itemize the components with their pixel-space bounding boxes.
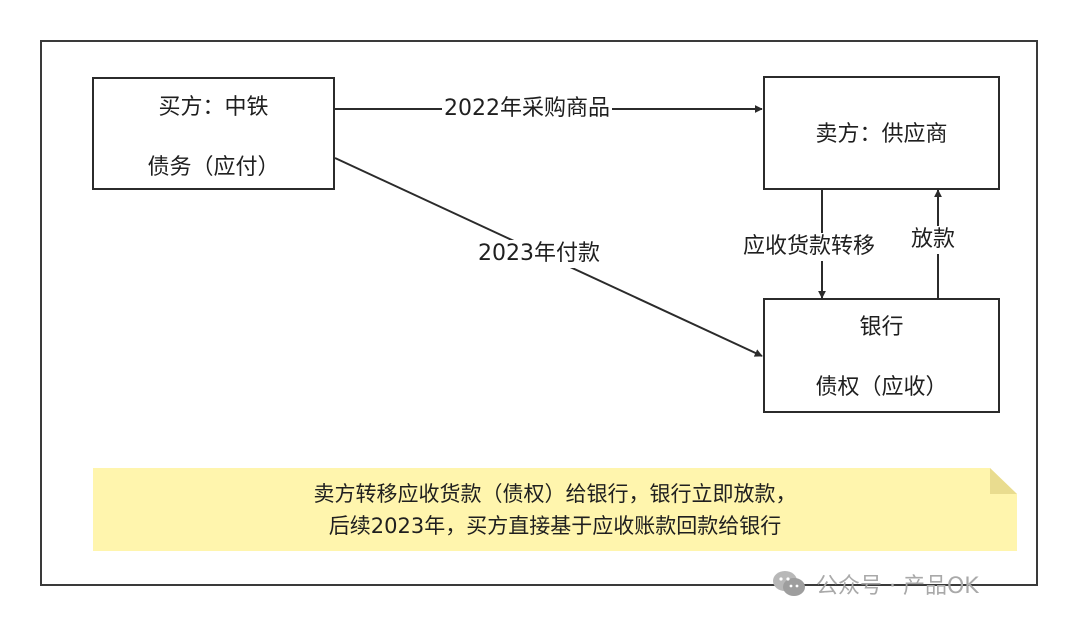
seller-title: 卖方：供应商 — [815, 122, 948, 147]
transfer-label: 应收货款转移 — [741, 233, 878, 261]
note-line-1: 卖方转移应收货款（债权）给银行，银行立即放款， — [313, 482, 797, 506]
seller-node: 卖方：供应商 — [763, 76, 1000, 190]
purchase-label: 2022年采购商品 — [442, 95, 612, 123]
buyer-node: 买方：中铁 债务（应付） — [92, 77, 335, 190]
wechat-icon — [773, 571, 805, 596]
bank-node: 银行 债权（应收） — [763, 298, 1000, 413]
payment-label: 2023年付款 — [476, 240, 602, 268]
diagram-frame — [40, 40, 1038, 586]
watermark: 公众号 · 产品OK — [772, 566, 1042, 602]
buyer-title: 买方：中铁 — [158, 95, 269, 120]
note-box: 卖方转移应收货款（债权）给银行，银行立即放款， 后续2023年，买方直接基于应收… — [93, 468, 1017, 551]
note-line-2: 后续2023年，买方直接基于应收账款回款给银行 — [328, 514, 782, 538]
watermark-text: 公众号 · 产品OK — [816, 574, 979, 599]
bank-title: 银行 — [859, 315, 904, 340]
bank-subtitle: 债权（应收） — [815, 375, 948, 400]
buyer-subtitle: 债务（应付） — [147, 155, 280, 180]
loan-label: 放款 — [909, 226, 958, 254]
